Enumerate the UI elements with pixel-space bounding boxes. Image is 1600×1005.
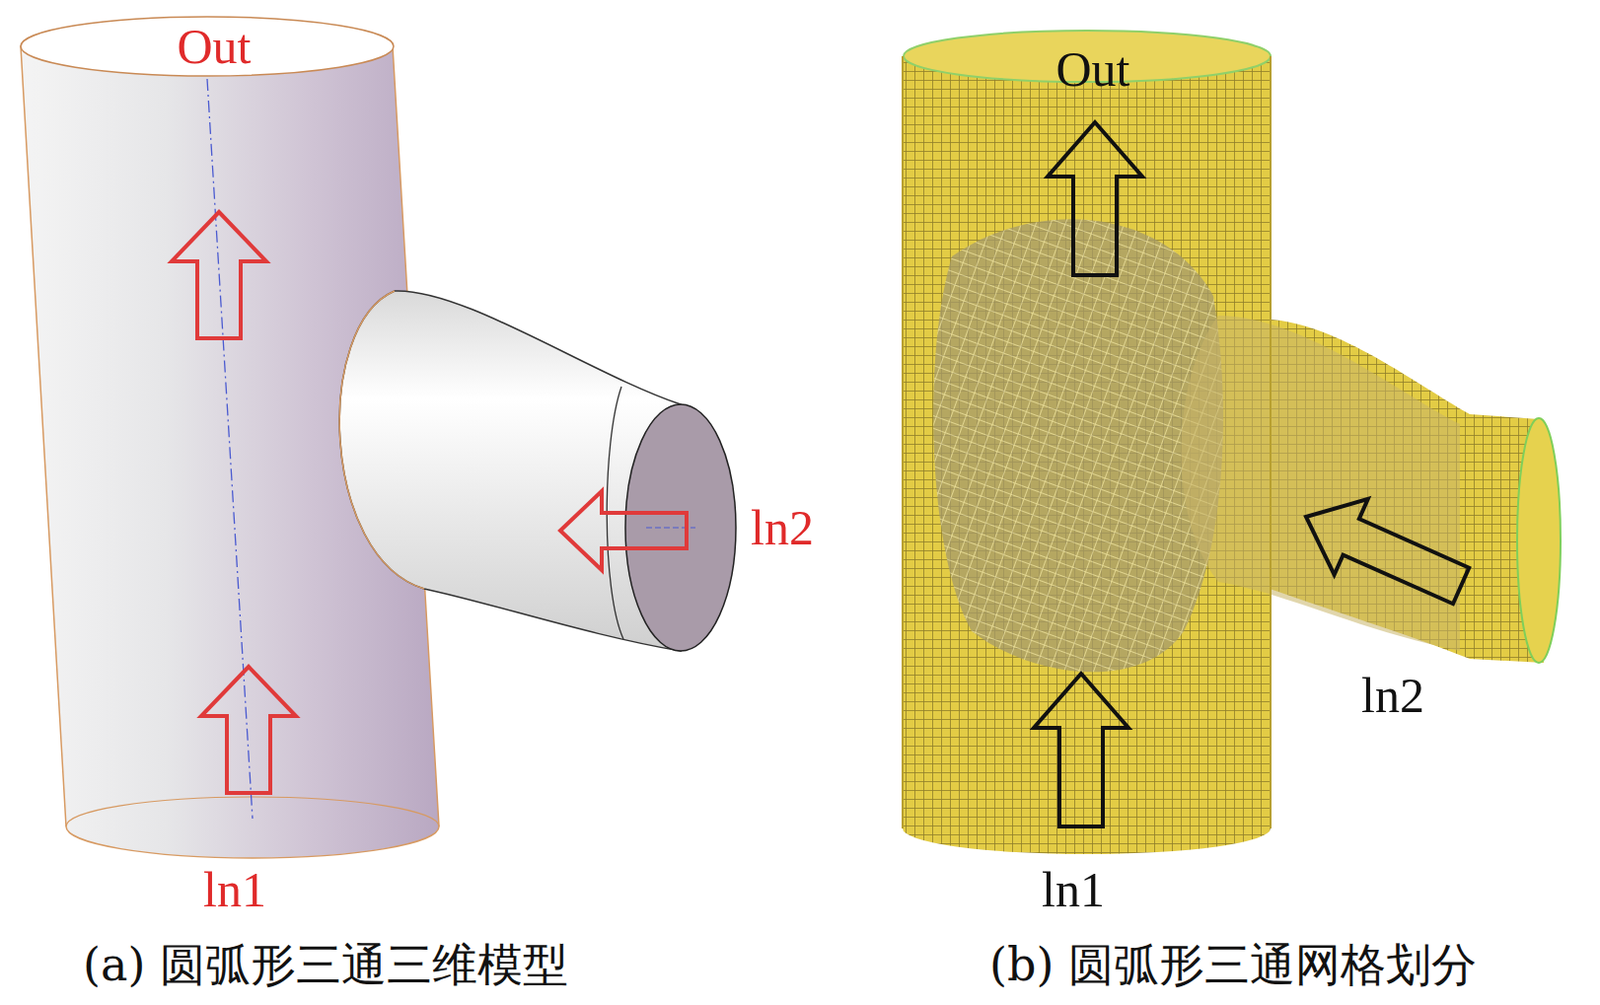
port-label: Out (1056, 44, 1131, 94)
subfigure-caption: (b) 圆弧形三通网格划分 (989, 942, 1477, 988)
port-label: Out (177, 21, 252, 72)
subfigure-caption: (a) 圆弧形三通三维模型 (82, 942, 569, 988)
port-label: ln2 (1361, 670, 1425, 721)
port-label: ln1 (203, 865, 267, 915)
port-label: ln1 (1041, 865, 1105, 915)
port-label: ln2 (750, 503, 814, 553)
